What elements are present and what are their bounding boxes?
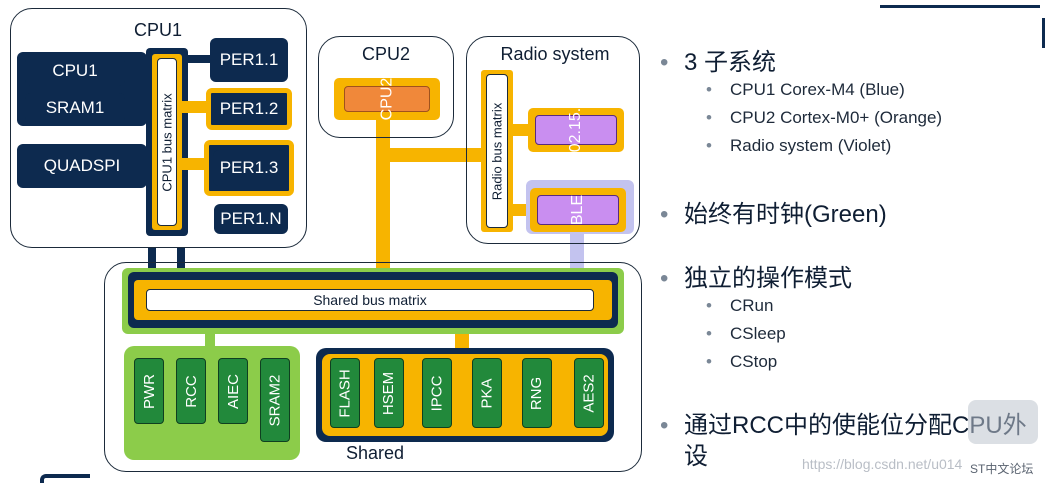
bullet-dot-icon: • xyxy=(660,412,669,439)
right-edge-bar xyxy=(1042,18,1045,48)
sub-bullet-text: CPU1 Corex-M4 (Blue) xyxy=(730,80,905,99)
bullet-dot-icon: • xyxy=(660,265,669,292)
pka-block: PKA xyxy=(472,358,502,428)
bullet-dot-icon: • xyxy=(706,108,712,127)
cpu1-core: CPU1 xyxy=(25,56,125,86)
logo-fragment xyxy=(40,474,90,483)
quadspi-block: QUADSPI xyxy=(17,144,147,188)
shared-region xyxy=(104,262,642,472)
title-fragment xyxy=(880,0,1040,8)
per13-connector xyxy=(182,158,210,170)
sram2-block: SRAM2 xyxy=(260,358,290,442)
green-connector xyxy=(205,330,215,348)
sram1-block: SRAM1 xyxy=(25,93,125,123)
cpu1-bus-matrix-label: CPU1 bus matrix xyxy=(159,92,175,192)
sub-bullet-cstop: • CStop xyxy=(706,352,777,372)
shared-label: Shared xyxy=(345,443,405,463)
radio-ble-connector xyxy=(512,204,530,216)
hsem-block: HSEM xyxy=(374,358,404,428)
per1-1-block: PER1.1 xyxy=(210,38,288,82)
sub-bullet-text: CPU2 Cortex-M0+ (Orange) xyxy=(730,108,943,127)
cpu2-region xyxy=(318,36,454,138)
rcc-block: RCC xyxy=(176,358,206,424)
radio-802-connector xyxy=(512,124,530,136)
bullet-subsystems: • 3 子系统 xyxy=(660,42,776,77)
sub-bullet-csleep: • CSleep xyxy=(706,324,786,344)
bullet-dot-icon: • xyxy=(660,49,669,76)
radio-802-block: 802.15.4 xyxy=(535,99,617,161)
sub-bullet-radio: • Radio system (Violet) xyxy=(706,136,891,156)
sub-bullet-text: CSleep xyxy=(730,324,786,343)
bullet-dot-icon: • xyxy=(706,136,712,155)
sub-bullet-crun: • CRun xyxy=(706,296,773,316)
cpu2-title: CPU2 xyxy=(361,44,410,64)
per1-3-block: PER1.3 xyxy=(213,150,285,186)
bullet-modes: • 独立的操作模式 xyxy=(660,258,852,293)
bullet-clock-text: 始终有时钟(Green) xyxy=(684,201,887,228)
sub-bullet-text: CRun xyxy=(730,296,774,315)
radio-bus-matrix-label: Radio bus matrix xyxy=(489,102,505,200)
per1-2-block: PER1.2 xyxy=(206,88,292,130)
per11-connector xyxy=(182,55,210,63)
pwr-block: PWR xyxy=(134,358,164,424)
aes2-block: AES2 xyxy=(574,358,604,428)
cpu2-radio-link xyxy=(376,148,486,162)
ipcc-block: IPCC xyxy=(422,358,452,428)
watermark-url: https://blog.csdn.net/u014 xyxy=(802,456,963,472)
cpu1-link-left xyxy=(148,230,156,290)
radio-ble-block: BLE xyxy=(537,195,619,225)
bullet-dot-icon: • xyxy=(706,352,712,371)
cpu1-title: CPU1 xyxy=(133,20,182,40)
sub-bullet-cpu2: • CPU2 Cortex-M0+ (Orange) xyxy=(706,108,942,128)
per12-connector xyxy=(182,101,210,113)
bullet-dot-icon: • xyxy=(706,80,712,99)
radio-bus-matrix: Radio bus matrix xyxy=(486,74,508,228)
radio-title: Radio system xyxy=(500,44,610,64)
sub-bullet-text: CStop xyxy=(730,352,778,371)
shared-bus-matrix: Shared bus matrix xyxy=(146,289,594,311)
cpu1-link-right xyxy=(177,230,185,290)
bullet-clock: • 始终有时钟(Green) xyxy=(660,194,887,229)
bullet-dot-icon: • xyxy=(706,296,712,315)
bullet-subsystems-text: 3 子系统 xyxy=(684,49,777,76)
aiec-block: AIEC xyxy=(218,358,248,424)
cpu1-bus-matrix: CPU1 bus matrix xyxy=(157,58,177,226)
cpu2-core: CPU2 xyxy=(344,78,430,120)
flash-block: FLASH xyxy=(330,358,360,428)
bullet-dot-icon: • xyxy=(660,201,669,228)
forum-badge-text: ST中文论坛 xyxy=(970,462,1034,476)
sub-bullet-text: Radio system (Violet) xyxy=(730,136,892,155)
orange-peripheral-group xyxy=(322,354,608,436)
per1-n-block: PER1.N xyxy=(214,204,288,234)
sub-bullet-cpu1: • CPU1 Corex-M4 (Blue) xyxy=(706,80,905,100)
bullet-modes-text: 独立的操作模式 xyxy=(684,265,852,292)
forum-badge-icon xyxy=(968,400,1038,444)
shared-bus-matrix-label: Shared bus matrix xyxy=(313,292,427,308)
rng-block: RNG xyxy=(522,358,552,428)
bullet-dot-icon: • xyxy=(706,324,712,343)
radio-region xyxy=(466,36,640,244)
